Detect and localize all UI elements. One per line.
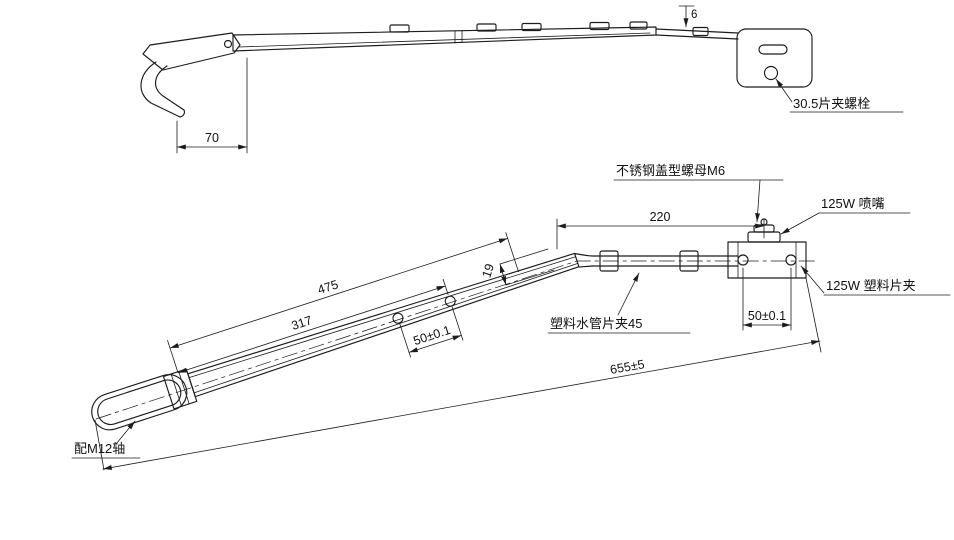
dim-220: 220 [556,210,765,250]
dim-317-text: 317 [290,313,314,333]
bend-bottom [578,265,593,268]
dim-50-holes-text: 50±0.1 [412,323,453,348]
plan-view: 475 317 50±0.1 [71,163,951,471]
end-bracket-side [736,28,813,88]
end-bracket-plan [727,218,807,279]
dim-6: 6 [678,5,697,28]
dim-19-text: 19 [479,262,497,280]
arm-straight-section: 475 317 50±0.1 [91,232,580,431]
dim-655: 655±5 [94,277,822,471]
pipe-clip-callout: 塑料水管片夹45 [547,272,691,334]
hook-tip [179,109,185,118]
side-view: 70 6 30.5片夹螺栓 [140,5,904,154]
nozzle-callout: 125W 喷嘴 [780,196,911,235]
dim-50-nozzle-text: 50±0.1 [748,309,786,323]
plastic-clip-label: 125W 塑料片夹 [826,278,916,293]
clip-bolt-label: 30.5片夹螺栓 [793,96,870,111]
blade-bottom-line [655,34,739,40]
shaft-label: 配M12轴 [74,441,125,456]
arm-side-inner-line [238,32,651,48]
bracket-slot [758,44,788,55]
pipe-clip-label: 塑料水管片夹45 [550,316,642,331]
pipe-clip-plan-2 [679,250,699,272]
shaft-callout: 配M12轴 [71,420,141,459]
blade-top-line [655,28,739,34]
dim-317: 317 [177,278,449,374]
hook-end-plan [91,374,188,431]
arm-side-outline [232,26,657,52]
dim-50-nozzle: 50±0.1 [742,267,792,331]
bracket-hole-right [785,254,797,266]
bend-top [573,252,593,257]
pipe-clip-plan-1 [599,250,619,272]
nozzle-label: 125W 喷嘴 [821,196,885,211]
dim-50-holes: 50±0.1 [399,306,464,358]
dim-655-text: 655±5 [609,357,646,377]
hook-inner [155,65,185,111]
pipe-clips-side [389,21,709,37]
bracket-hole-left [737,254,749,266]
pivot-head-side [142,32,241,71]
dim-19: 19 [479,248,555,286]
cap-nut-callout: 不锈钢盖型螺母M6 [613,163,784,223]
dim-475: 475 [167,232,519,373]
dim-70: 70 [176,57,248,154]
dim-70-text: 70 [205,131,219,145]
clip-bolt-circle [763,65,779,81]
cap-nut-label: 不锈钢盖型螺母M6 [616,163,725,178]
clip-bolt-callout: 30.5片夹螺栓 [775,78,904,113]
plastic-clip-callout: 125W 塑料片夹 [800,265,951,296]
pivot-rivet [223,39,233,49]
centerline [95,260,818,420]
dim-6-text: 6 [691,9,697,21]
arm-plan-outline [187,252,580,398]
hook-end-inner [97,379,182,426]
dim-220-text: 220 [650,210,671,224]
hook-outer [140,61,181,118]
